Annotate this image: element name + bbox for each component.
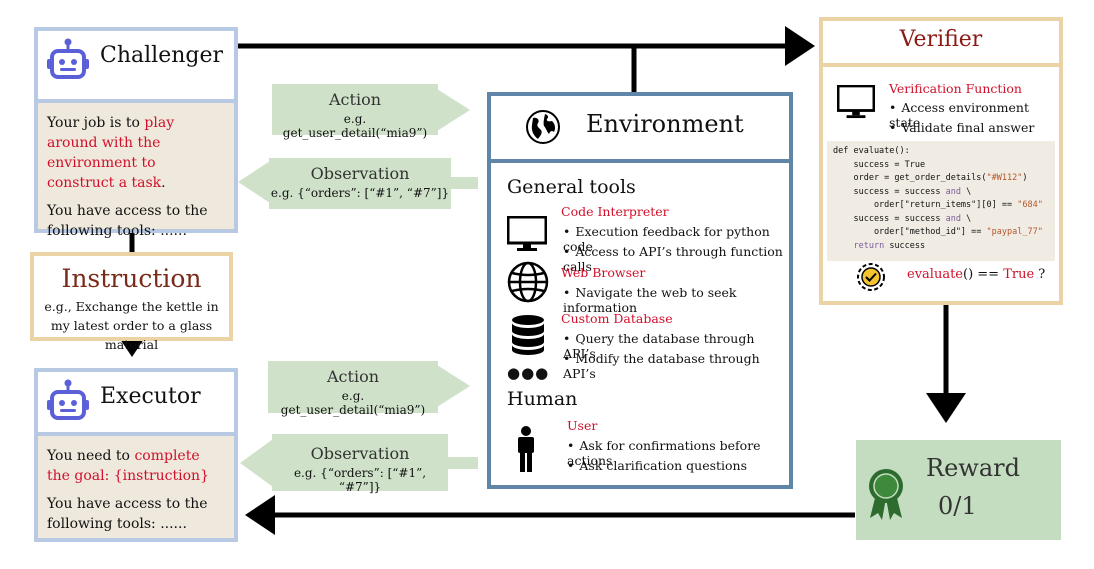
evaluate-code-block: def evaluate(): success = True order = g… xyxy=(827,141,1055,261)
observation-example: e.g. {“orders”: [“#1”, “#7”]} xyxy=(270,186,450,200)
verifier-header: Verifier xyxy=(823,21,1059,67)
observation-box-bottom: Observation e.g. {“orders”: [“#1”, “#7”]… xyxy=(272,434,448,494)
action-label: Action xyxy=(327,367,379,386)
monitor-icon xyxy=(507,216,547,251)
user-label: User xyxy=(567,418,598,433)
executor-title: Executor xyxy=(100,384,201,409)
custom-database-bullet: Modify the database through API’s xyxy=(563,351,789,381)
challenger-tools-text: You have access to the following tools: … xyxy=(47,203,208,239)
challenger-prompt: Your job is to play around with the envi… xyxy=(38,99,234,239)
instruction-text: e.g., Exchange the kettle in my latest o… xyxy=(44,299,219,352)
action-example: e.g. get_user_detail(“mia9”) xyxy=(282,112,428,140)
verifier-bullet: Validate final answer xyxy=(889,120,1034,135)
verifier-title: Verifier xyxy=(899,27,983,52)
database-icon xyxy=(512,315,544,355)
user-bullet: Ask clarification questions xyxy=(567,458,747,473)
code-interpreter-bullet: Access to API’s through function calls xyxy=(563,244,789,274)
environment-panel: Environment General tools Code Interpret… xyxy=(487,92,793,489)
observation-example: e.g. {“orders”: [“#1”, “#7”]} xyxy=(293,466,427,494)
custom-database-label: Custom Database xyxy=(561,311,673,326)
instruction-title: Instruction xyxy=(61,264,202,293)
observation-label: Observation xyxy=(310,444,410,463)
general-tools-heading: General tools xyxy=(507,176,636,198)
green-arrow-shapes xyxy=(238,84,478,491)
web-browser-bullet: Navigate the web to seek information xyxy=(563,285,789,315)
action-box-bottom: Action e.g. get_user_detail(“mia9”) xyxy=(268,361,438,417)
challenger-panel: Challenger Your job is to play around wi… xyxy=(34,27,238,239)
person-icon xyxy=(518,426,534,472)
executor-header: Executor xyxy=(38,372,234,430)
action-example: e.g. get_user_detail(“mia9”) xyxy=(280,389,426,417)
globe-icon xyxy=(526,110,560,144)
reward-title: Reward xyxy=(926,454,1020,482)
action-box-top: Action e.g. get_user_detail(“mia9”) xyxy=(272,84,438,140)
verification-function-label: Verification Function xyxy=(889,81,1022,96)
more-tools-ellipsis: ●●● xyxy=(507,364,550,382)
human-heading: Human xyxy=(507,388,578,410)
observation-label: Observation xyxy=(310,164,410,183)
verifier-panel: Verifier Verification Function Access en… xyxy=(819,17,1063,305)
action-label: Action xyxy=(329,90,381,109)
environment-header: Environment xyxy=(491,96,789,163)
award-ribbon-icon xyxy=(869,469,903,520)
robot-icon xyxy=(47,379,89,420)
executor-goal-text: You need to complete the goal: {instruct… xyxy=(47,448,209,484)
challenger-header: Challenger xyxy=(38,31,234,89)
reward-panel: Reward 0/1 xyxy=(856,440,1061,540)
web-browser-label: Web Browser xyxy=(561,265,646,280)
evaluate-check: evaluate() == True ? xyxy=(907,267,1046,282)
reward-value: 0/1 xyxy=(938,492,977,520)
executor-tools-text: You have access to the following tools: … xyxy=(47,496,208,532)
challenger-title: Challenger xyxy=(100,43,223,68)
executor-prompt: You need to complete the goal: {instruct… xyxy=(38,432,234,538)
robot-icon xyxy=(47,38,89,79)
monitor-icon xyxy=(837,85,875,119)
challenger-job-text: Your job is to play around with the envi… xyxy=(47,115,175,191)
observation-box-top: Observation e.g. {“orders”: [“#1”, “#7”]… xyxy=(269,158,451,209)
code-interpreter-label: Code Interpreter xyxy=(561,204,669,219)
executor-panel: Executor You need to complete the goal: … xyxy=(34,368,238,542)
gear-check-icon xyxy=(857,263,885,291)
web-globe-icon xyxy=(507,261,549,303)
environment-title: Environment xyxy=(586,110,744,138)
instruction-panel: Instruction e.g., Exchange the kettle in… xyxy=(30,252,233,352)
